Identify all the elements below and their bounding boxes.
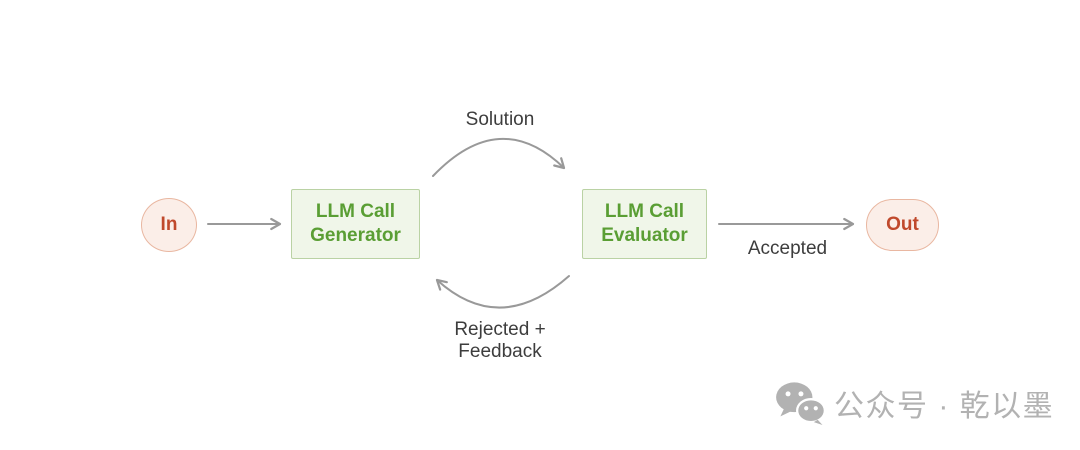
generator-node-label-line1: LLM Call [315,201,396,222]
output-node-label: Out [886,214,919,235]
evaluator-node-label-line1: LLM Call [604,201,685,222]
watermark-text: 公众号 · 乾以墨 [834,390,1055,423]
output-node: Out [866,199,939,251]
evaluator-node-label-line2: Evaluator [601,225,688,246]
input-node-label: In [160,214,178,235]
arrow-solution-curve [432,137,566,177]
rejected-feedback-label-line1: Rejected + [454,319,546,340]
rejected-feedback-label-line2: Feedback [458,341,542,362]
evaluator-node: LLM Call Evaluator [582,189,707,259]
arrow-rejected-curve [435,275,570,309]
generator-node-label-line2: Generator [310,225,401,246]
input-node: In [141,198,197,252]
accepted-edge-label: Accepted [747,238,828,259]
generator-node: LLM Call Generator [291,189,420,259]
watermark: 公众号 · 乾以墨 [775,381,1054,425]
rejected-feedback-edge-label: Rejected + Feedback [405,319,595,363]
wechat-icon [776,382,825,425]
solution-edge-label: Solution [465,109,535,130]
